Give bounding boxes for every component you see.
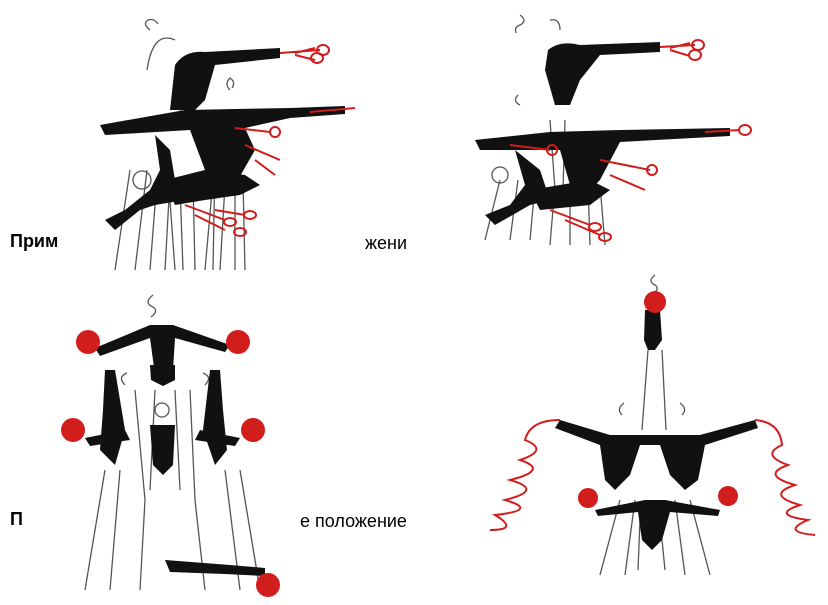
caption-2-tail: е положение xyxy=(300,511,407,532)
figure-ribbons-pyramid xyxy=(470,250,828,585)
figure-clubs-pyramid-right xyxy=(470,10,770,250)
caption-1: Прим xyxy=(10,231,58,252)
caption-1-bold: Прим xyxy=(10,231,58,251)
caption-2: П xyxy=(10,509,23,530)
caption-1-tail: жени xyxy=(365,233,407,254)
figure-clubs-pyramid-left xyxy=(95,10,355,272)
figure-balls-pyramid xyxy=(55,290,295,605)
caption-2-bold: П xyxy=(10,509,23,529)
